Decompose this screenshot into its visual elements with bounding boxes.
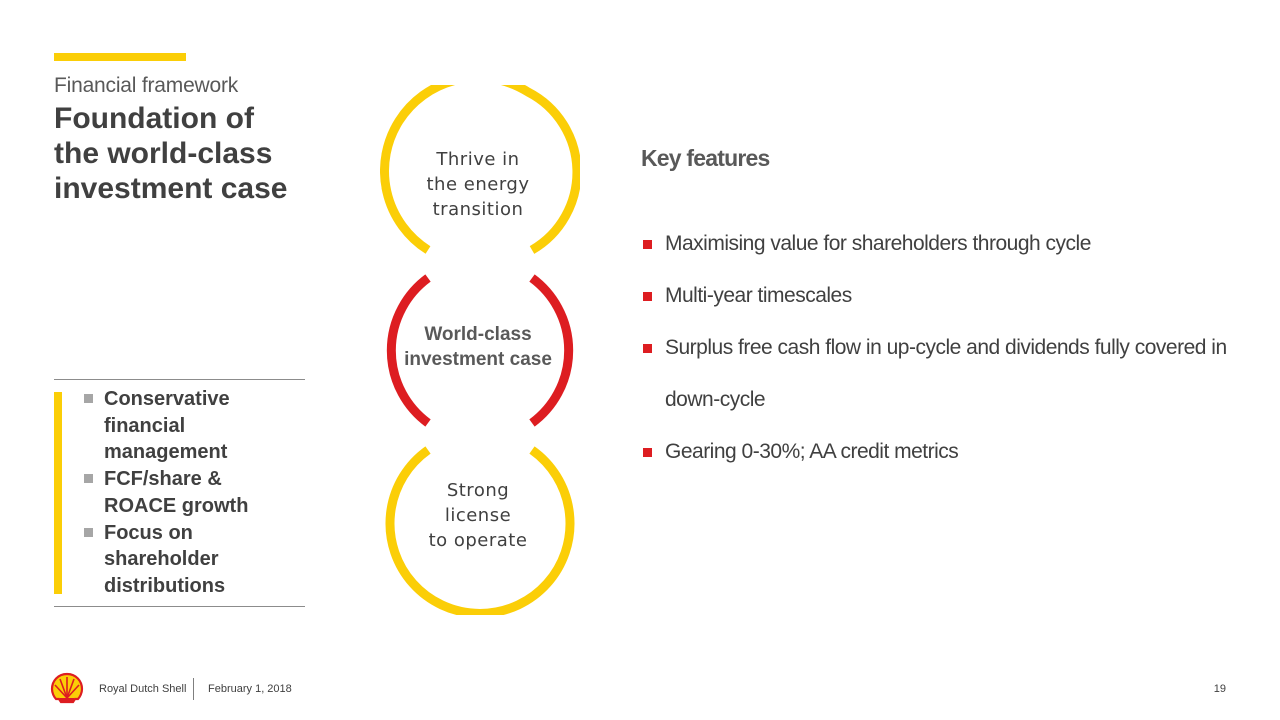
principle-item: Conservative financial management — [84, 386, 299, 466]
framework-circles-diagram — [380, 85, 580, 615]
company-name: Royal Dutch Shell — [99, 683, 187, 695]
title-line: investment case — [54, 172, 288, 205]
principle-item: Focus on shareholder distributions — [84, 520, 299, 600]
label-line: the energy — [426, 174, 530, 195]
middle-circle-right-arc — [529, 274, 574, 427]
page-number: 19 — [1213, 683, 1226, 695]
key-feature-item: Gearing 0-30%; AA credit metrics — [643, 426, 1243, 478]
key-feature-item: Multi-year timescales — [643, 270, 1243, 322]
key-features-heading: Key features — [641, 145, 770, 171]
accent-bar — [54, 53, 186, 61]
bottom-circle-arc — [385, 446, 575, 615]
principles-accent-bar — [54, 392, 62, 594]
label-line: World-class — [424, 324, 532, 345]
label-line: to operate — [428, 530, 528, 551]
key-feature-item: Maximising value for shareholders throug… — [643, 218, 1243, 270]
label-line: investment case — [404, 349, 552, 370]
section-eyebrow: Financial framework — [54, 74, 239, 97]
presentation-date: February 1, 2018 — [208, 683, 292, 695]
footer-separator — [193, 678, 194, 700]
slide-footer: Royal Dutch Shell February 1, 2018 19 — [0, 668, 1280, 708]
label-line: Strong — [446, 480, 510, 501]
principle-item: FCF/share & ROACE growth — [84, 466, 299, 519]
key-features-list: Maximising value for shareholders throug… — [643, 218, 1243, 478]
circle-label-license-to-operate: Strong license to operate — [408, 478, 548, 553]
middle-circle-left-arc — [386, 274, 431, 427]
title-line: Foundation of — [54, 102, 254, 135]
shell-pecten-icon — [50, 672, 84, 704]
label-line: Thrive in — [436, 149, 520, 170]
top-circle-left-arc — [380, 85, 580, 254]
title-line: the world-class — [54, 137, 273, 170]
principles-list: Conservative financial management FCF/sh… — [84, 386, 299, 600]
circle-label-energy-transition: Thrive in the energy transition — [408, 147, 548, 222]
label-line: transition — [432, 199, 524, 220]
key-feature-item: Surplus free cash flow in up-cycle and d… — [643, 322, 1243, 426]
framework-principles-box: Conservative financial management FCF/sh… — [54, 379, 305, 607]
page-title: Foundation of the world-class investment… — [54, 101, 287, 206]
circle-label-investment-case: World-class investment case — [398, 322, 558, 372]
label-line: license — [444, 505, 512, 526]
